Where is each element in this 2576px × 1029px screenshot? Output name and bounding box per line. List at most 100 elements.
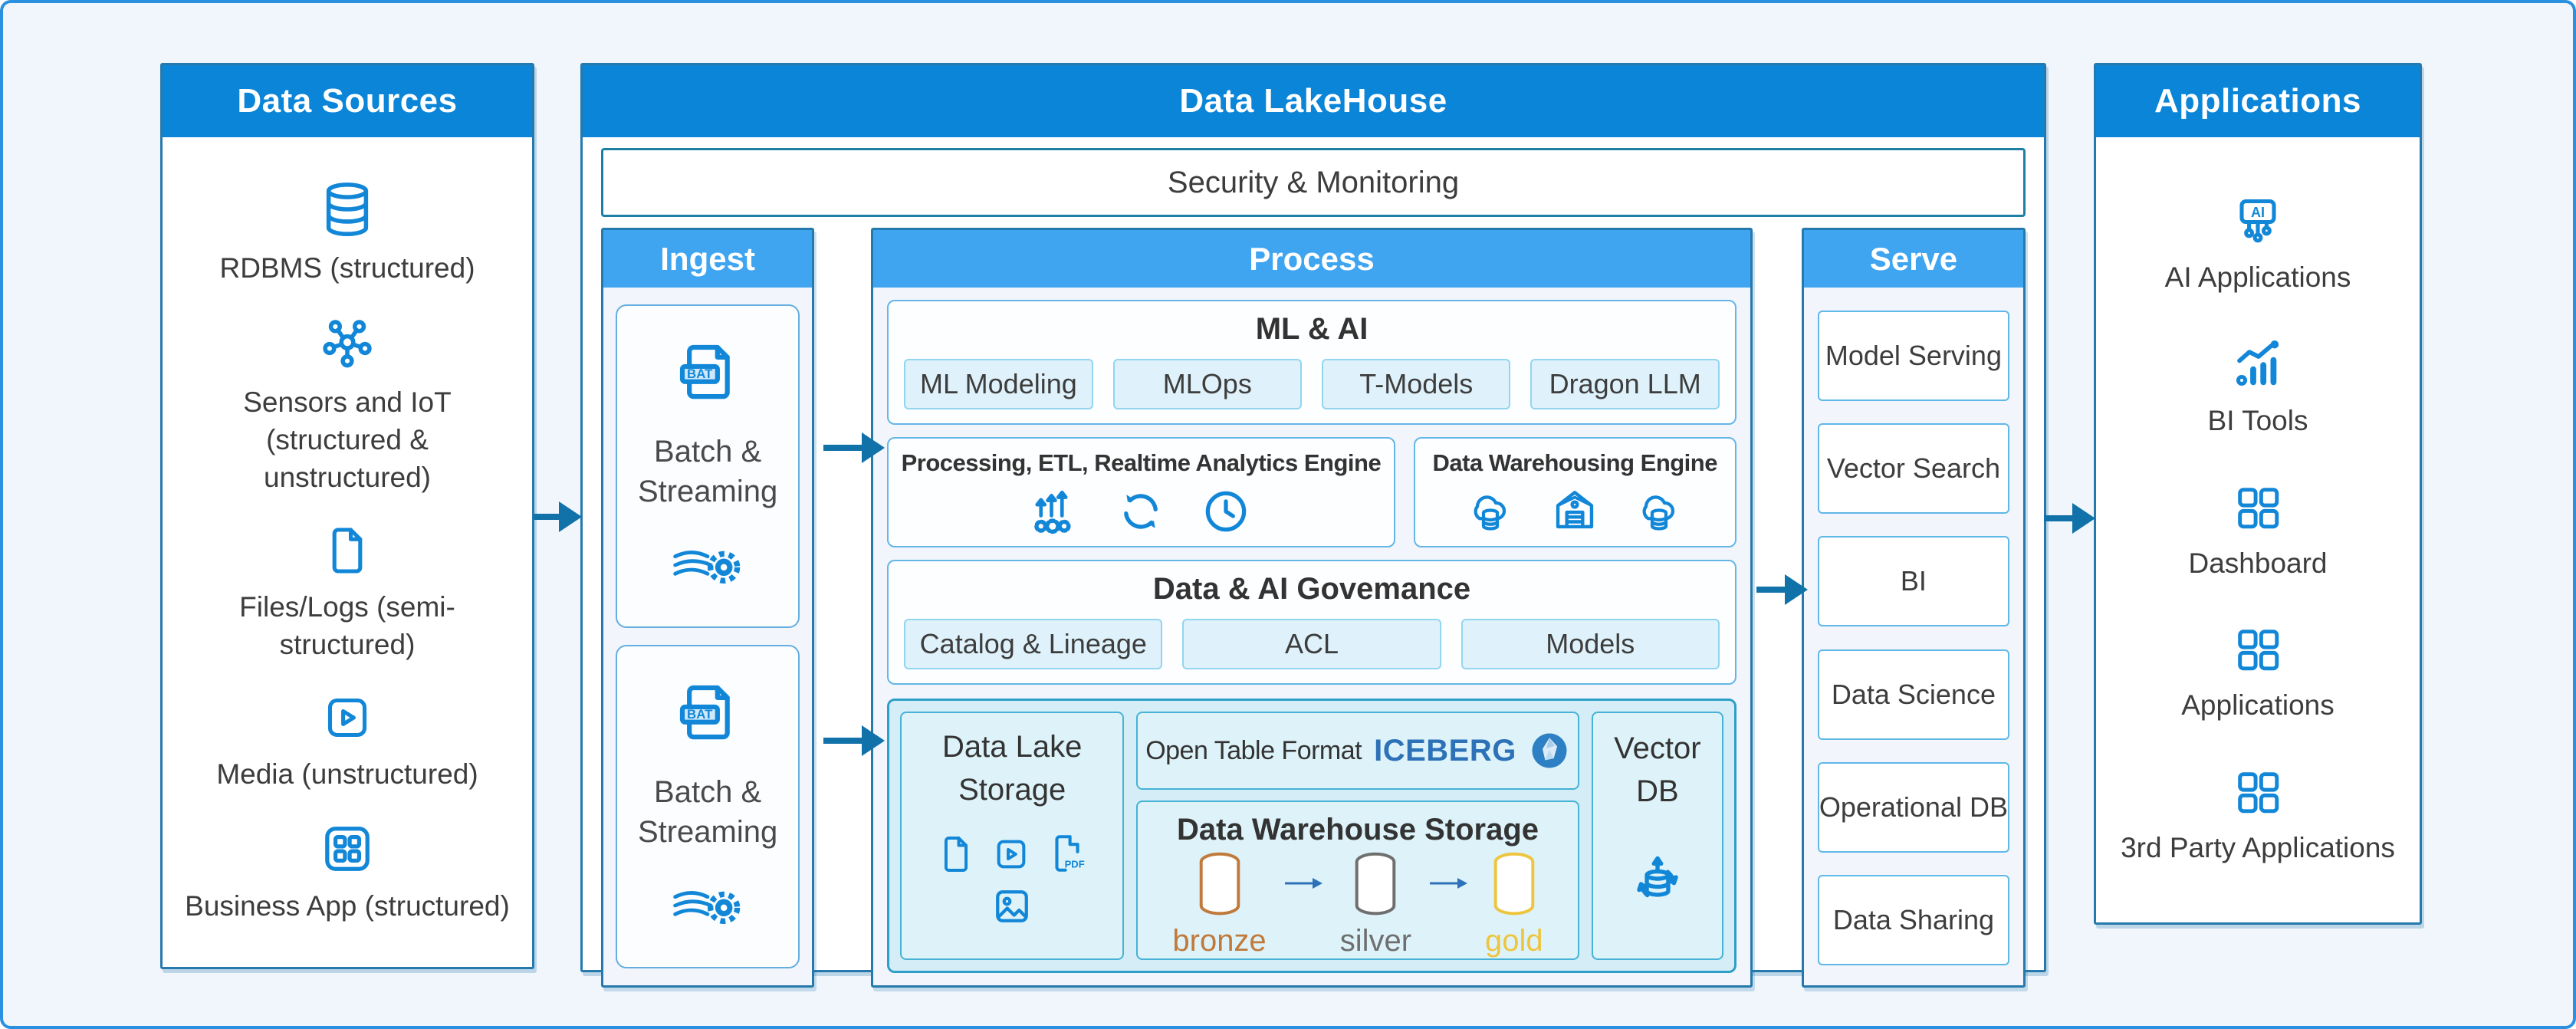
chip-models: Models (1460, 619, 1720, 669)
data-lakehouse-title: Data LakeHouse (583, 65, 2044, 137)
data-lake-storage-icons: PDF (935, 831, 1089, 929)
bronze-cylinder-icon (1199, 852, 1240, 916)
source-item-business-app: Business App (structured) (185, 820, 510, 925)
serve-body: Model Serving Vector Search BI Data Scie… (1804, 288, 2023, 985)
stream-gear-icon (673, 891, 741, 924)
lakehouse-columns: Ingest BAT Batch & Streaming (601, 228, 2026, 988)
file-icon (332, 528, 363, 574)
iot-network-icon (323, 320, 372, 368)
flow-arrow-sources-to-lakehouse (534, 501, 582, 532)
svg-text:PDF: PDF (1065, 858, 1085, 870)
tier-arrow-icon (1284, 877, 1322, 889)
stream-gear-icon (673, 551, 741, 584)
iceberg-brand: ICEBERG (1374, 733, 1516, 768)
database-icon (326, 182, 369, 236)
source-label: Files/Logs (semi-structured) (239, 591, 455, 660)
image-icon (996, 890, 1029, 922)
storage-middle-column: Open Table Format ICEBERG (1136, 712, 1579, 960)
open-table-format-label: Open Table Format (1145, 735, 1362, 765)
vector-db-title: Vector DB (1614, 731, 1701, 808)
apps-grid-icon (2238, 630, 2279, 671)
process-title: Process (873, 230, 1750, 288)
serve-column: Serve Model Serving Vector Search BI Dat… (1801, 228, 2026, 988)
tier-gold: gold (1485, 850, 1543, 958)
flow-arrow-lakehouse-to-applications (2044, 503, 2095, 534)
third-party-grid-icon (2238, 771, 2279, 813)
app-item-dashboard: Dashboard (2188, 481, 2328, 583)
flow-arrow-ingest-to-process-1 (823, 432, 885, 463)
clock-icon (1206, 491, 1247, 532)
app-label: Applications (2181, 689, 2334, 722)
svg-text:BAT: BAT (687, 707, 713, 722)
serve-item-data-sharing: Data Sharing (1817, 874, 2009, 965)
process-body: ML & AI ML Modeling MLOps T-Models Drago… (873, 288, 1750, 985)
silver-cylinder-icon (1355, 852, 1396, 916)
processing-etl-engine-box: Processing, ETL, Realtime Analytics Engi… (887, 437, 1395, 547)
processing-engine-icons (899, 486, 1382, 537)
data-lakehouse-body: Security & Monitoring Ingest BAT (583, 137, 2044, 1001)
ingest-batch-streaming-box-2: BAT Batch & Streaming (616, 645, 800, 968)
source-label: Business App (structured) (185, 889, 510, 922)
chip-catalog-lineage: Catalog & Lineage (904, 619, 1163, 669)
ml-ai-chips: ML Modeling MLOps T-Models Dragon LLM (904, 359, 1720, 409)
security-monitoring-bar: Security & Monitoring (601, 148, 2026, 217)
serve-item-model-serving: Model Serving (1817, 311, 2009, 401)
serve-item-operational-db: Operational DB (1817, 761, 2009, 853)
processing-etl-engine-title: Processing, ETL, Realtime Analytics Engi… (901, 449, 1382, 476)
ml-ai-title: ML & AI (1255, 312, 1368, 346)
flow-arrow-process-to-serve (1756, 574, 1808, 605)
source-item-rdbms: RDBMS (structured) (219, 179, 475, 288)
chip-ml-modeling: ML Modeling (904, 359, 1093, 409)
app-label: Dashboard (2188, 547, 2328, 579)
ingest-body: BAT Batch & Streaming (603, 288, 812, 985)
refresh-icon (1124, 494, 1158, 529)
app-item-bi-tools: BI Tools (2208, 337, 2308, 440)
applications-title: Applications (2096, 65, 2420, 137)
data-sources-body: RDBMS (structured) Sensors and IoT (stru… (163, 137, 532, 967)
tier-silver: silver (1340, 850, 1411, 958)
bi-chart-icon (2236, 340, 2279, 386)
source-item-iot: Sensors and IoT (structured & unstructur… (179, 314, 516, 496)
pdf-file-icon: PDF (1055, 835, 1085, 872)
app-label: BI Tools (2207, 405, 2308, 437)
data-sources-title: Data Sources (163, 65, 532, 137)
serve-item-data-science: Data Science (1817, 649, 2009, 740)
chip-acl: ACL (1182, 619, 1441, 669)
source-label: Sensors and IoT (structured & unstructur… (243, 386, 452, 493)
data-sources-panel: Data Sources RDBMS (structured) (160, 63, 534, 969)
ai-chip-icon: AI (2239, 199, 2276, 242)
governance-title: Data & AI Govemance (1152, 572, 1471, 606)
tier-arrow-icon (1430, 877, 1468, 889)
bat-file-icon: BAT (679, 685, 730, 740)
open-table-format-box: Open Table Format ICEBERG (1136, 712, 1579, 790)
serve-item-vector-search: Vector Search (1817, 423, 2009, 514)
chip-t-models: T-Models (1322, 359, 1511, 409)
media-play-icon (327, 699, 367, 738)
storage-group: Data Lake Storage (887, 699, 1737, 973)
applications-body: AI AI Applications BI Tools (2096, 137, 2420, 922)
ml-ai-box: ML & AI ML Modeling MLOps T-Models Drago… (887, 300, 1737, 425)
app-item-3rd-party: 3rd Party Applications (2121, 765, 2395, 867)
data-lakehouse-panel: Data LakeHouse Security & Monitoring Ing… (580, 63, 2046, 988)
app-item-applications: Applications (2181, 623, 2334, 725)
svg-text:BAT: BAT (687, 367, 713, 381)
governance-box: Data & AI Govemance Catalog & Lineage AC… (887, 560, 1737, 685)
data-warehousing-engine-box: Data Warehousing Engine (1413, 437, 1737, 547)
cloud-database-icon (1642, 495, 1675, 531)
gold-cylinder-icon (1493, 852, 1535, 916)
data-lake-storage-title: Data Lake Storage (942, 730, 1083, 807)
serve-title: Serve (1803, 230, 2023, 288)
process-column: Process ML & AI ML Modeling MLOps T-Mode… (871, 228, 1753, 988)
chip-mlops: MLOps (1112, 359, 1303, 409)
engine-row: Processing, ETL, Realtime Analytics Engi… (887, 437, 1737, 547)
ingest-title: Ingest (603, 230, 813, 288)
tier-label: bronze (1172, 924, 1267, 958)
source-label: RDBMS (structured) (219, 251, 475, 284)
data-warehouse-storage-title: Data Warehouse Storage (1177, 813, 1539, 847)
vector-db-box: Vector DB (1591, 712, 1723, 960)
source-item-files: Files/Logs (semi-structured) (179, 523, 516, 664)
bat-file-icon: BAT (679, 344, 730, 399)
ingest-column: Ingest BAT Batch & Streaming (601, 228, 815, 988)
app-label: 3rd Party Applications (2121, 831, 2395, 863)
